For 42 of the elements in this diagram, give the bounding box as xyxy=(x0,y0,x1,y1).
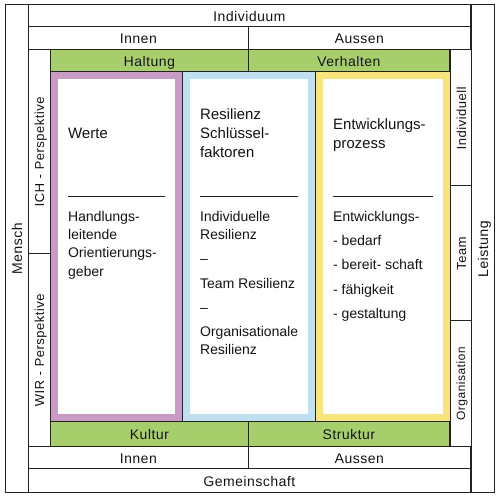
column-text: Individuelle Resilienz xyxy=(200,207,272,244)
category-band xyxy=(248,421,450,447)
column-text: Organisationale Resilienz xyxy=(200,322,298,358)
column-heading: Werte xyxy=(68,125,108,144)
side-label: Leistung xyxy=(475,220,491,277)
header-band xyxy=(28,4,471,27)
side-label: ICH - Perspektive xyxy=(32,96,47,207)
column-text: - gestaltung xyxy=(333,304,408,322)
column-text: – xyxy=(200,249,209,268)
category-band xyxy=(50,421,249,447)
column-heading: Resilienz Schlüssel- faktoren xyxy=(200,106,270,163)
band-label: Innen xyxy=(120,30,158,46)
band-label: Haltung xyxy=(124,52,176,68)
band-label: Gemeinschaft xyxy=(203,472,296,488)
column-text: Team Resilienz xyxy=(200,274,296,292)
band-label: Verhalten xyxy=(317,52,381,68)
column-text: - bedarf xyxy=(333,231,382,250)
band-label: Innen xyxy=(120,450,158,466)
column-text: - fähigkeit xyxy=(333,280,395,298)
column-text: Entwicklungs- xyxy=(333,207,420,226)
band-label: Individuum xyxy=(213,8,286,24)
column-text: - bereit- schaft xyxy=(333,255,424,274)
band-label: Aussen xyxy=(334,30,384,46)
column-text: Handlungs- leitende Orientierungs- geber xyxy=(68,207,158,280)
column-text: – xyxy=(200,298,209,316)
category-band xyxy=(248,49,450,72)
column-card xyxy=(50,71,183,422)
band-label: Struktur xyxy=(322,426,376,442)
column-card xyxy=(182,71,316,422)
category-band xyxy=(50,49,249,72)
side-band xyxy=(471,4,495,493)
side-label: Mensch xyxy=(9,222,25,275)
side-band xyxy=(5,4,29,493)
column-card xyxy=(315,71,451,422)
band-label: Aussen xyxy=(334,450,384,466)
side-label: Individuell xyxy=(454,86,468,150)
side-label: WIR - Perspektive xyxy=(32,293,47,407)
header-band xyxy=(28,468,471,493)
side-label: Team xyxy=(454,236,468,270)
column-heading: Entwicklungs- prozess xyxy=(333,116,427,154)
side-label: Organisation xyxy=(454,346,468,421)
band-label: Kultur xyxy=(130,426,170,442)
